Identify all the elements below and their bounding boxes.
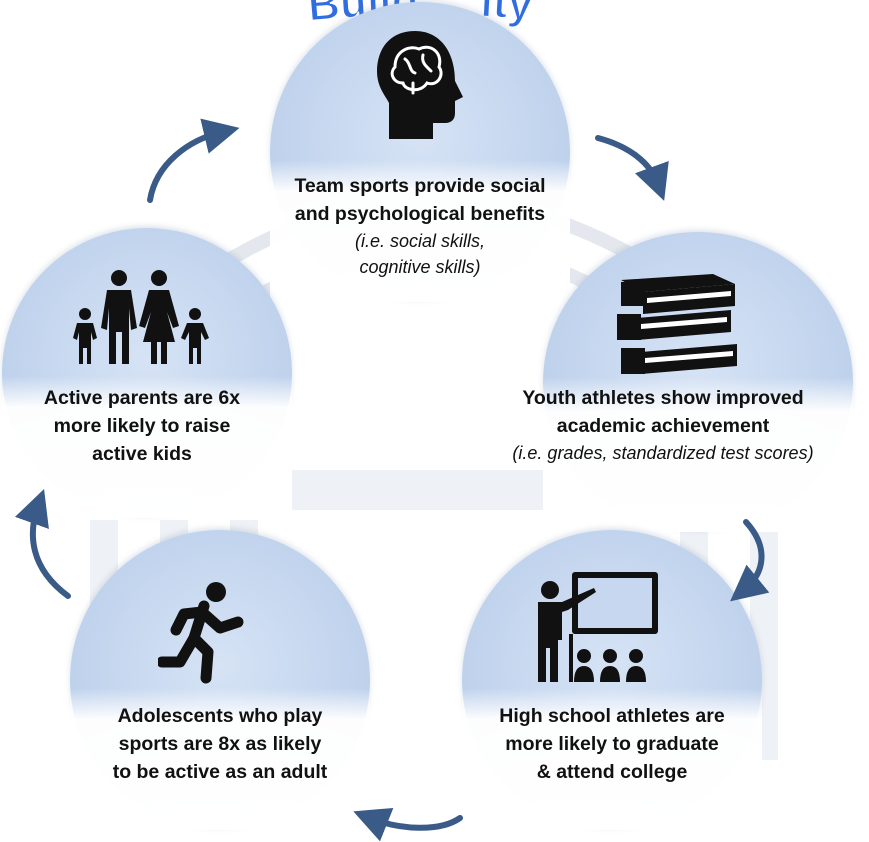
family-icon [73, 270, 209, 364]
node-title-line: Active parents are 6x [43, 387, 241, 409]
node-label: Team sports provide social and psycholog… [260, 172, 580, 280]
node-title-line: sports are 8x as likely [118, 733, 322, 755]
node-fade [462, 688, 762, 830]
teacher-classroom-icon [538, 572, 658, 682]
node-fade [70, 688, 370, 830]
arrow-to-active-parents [14, 489, 71, 599]
node-label: Active parents are 6x more likely to rai… [0, 384, 292, 468]
node-label: Youth athletes show improved academic ac… [453, 384, 869, 466]
arrow-to-academic [595, 135, 669, 201]
books-icon [617, 274, 737, 374]
node-title-line: Team sports provide social [294, 175, 546, 197]
node-title-line: High school athletes are [499, 705, 725, 727]
node-title-line: active kids [92, 443, 192, 465]
node-title-line: more likely to graduate [505, 733, 719, 755]
node-academic-achievement: Youth athletes show improved academic ac… [512, 232, 853, 532]
runner-icon [158, 582, 244, 684]
node-note-line: (i.e. social skills, [354, 231, 486, 251]
node-label: High school athletes are more likely to … [452, 702, 772, 786]
node-fade [270, 160, 570, 302]
arrow-to-graduation [730, 519, 770, 602]
node-fade [543, 377, 853, 532]
node-graduation: High school athletes are more likely to … [462, 530, 762, 830]
node-title-line: to be active as an adult [112, 761, 328, 783]
node-fade [2, 376, 292, 518]
arrow-to-active-adults [353, 807, 463, 842]
node-title-line: & attend college [536, 761, 688, 783]
brain-head-icon [377, 31, 463, 139]
node-active-parents: Active parents are 6x more likely to rai… [2, 228, 292, 518]
node-social-benefits: Team sports provide social and psycholog… [270, 2, 570, 302]
node-note-line: cognitive skills) [359, 257, 481, 277]
node-title-line: Youth athletes show improved [522, 387, 804, 409]
arrow-to-social-benefits [147, 118, 240, 203]
node-label: Adolescents who play sports are 8x as li… [60, 702, 380, 786]
node-active-adults: Adolescents who play sports are 8x as li… [70, 530, 370, 830]
node-title-line: Adolescents who play [117, 705, 323, 727]
node-title-line: more likely to raise [53, 415, 231, 437]
node-title-line: academic achievement [556, 415, 770, 437]
node-note-line: (i.e. grades, standardized test scores) [512, 443, 814, 463]
node-title-line: and psychological benefits [294, 203, 546, 225]
